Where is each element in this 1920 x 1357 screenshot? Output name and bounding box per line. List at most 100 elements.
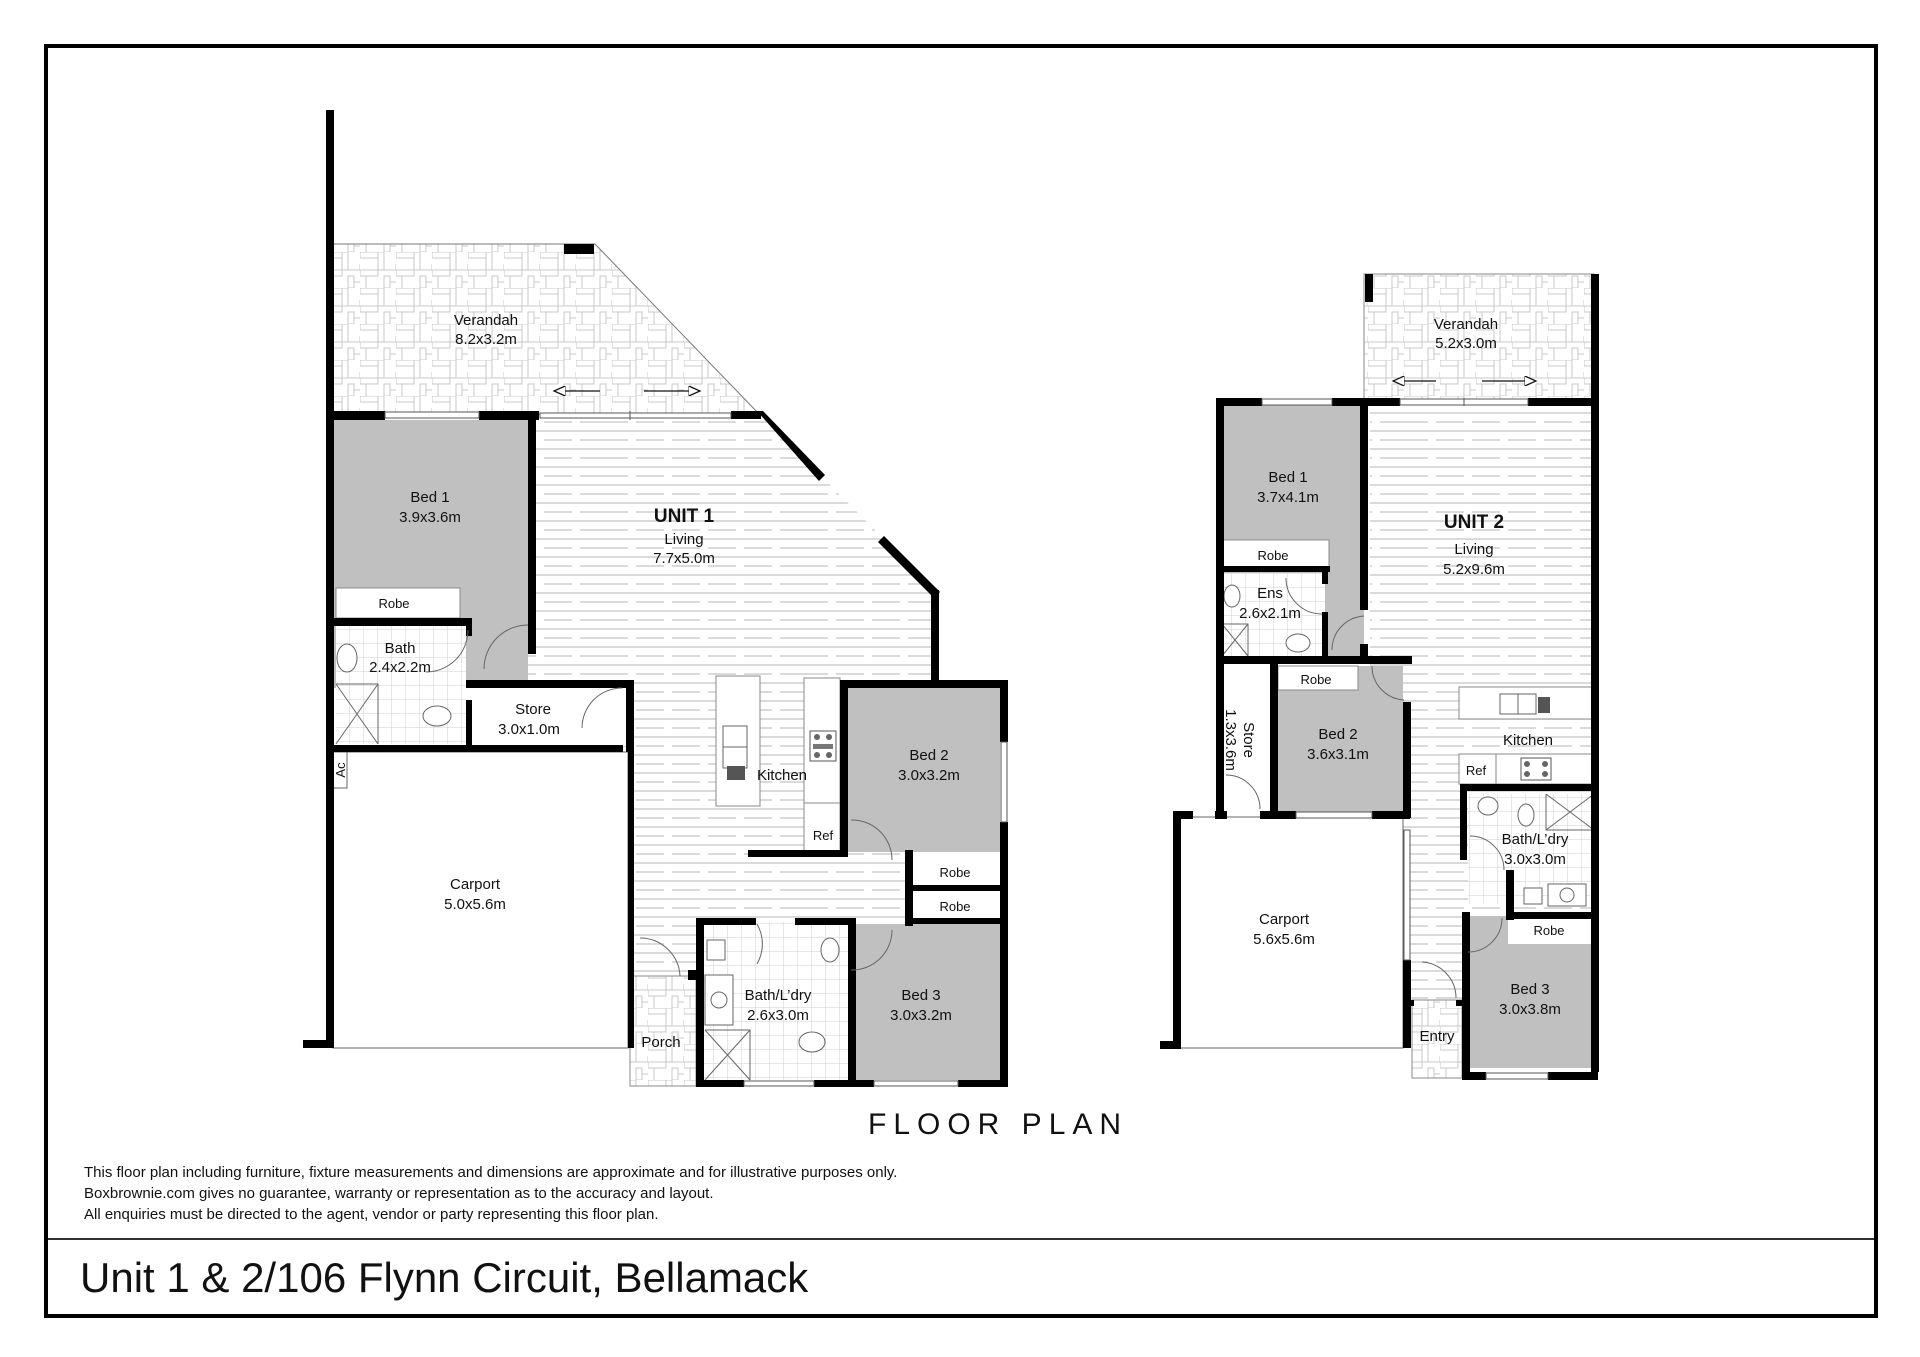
washer-icon <box>1547 883 1587 907</box>
unit2-bed3-label: Bed 3 <box>1510 981 1549 998</box>
basin-icon <box>1477 796 1499 816</box>
sink-icon <box>722 725 748 780</box>
unit1-porch-area <box>629 975 697 1087</box>
unit1-robe2-area <box>905 856 1001 886</box>
unit1-verandah-label: Verandah <box>454 312 518 329</box>
unit1-bathldry-label: Bath/L’dry <box>745 987 812 1004</box>
unit1-bed1-label: Bed 1 <box>410 489 449 506</box>
unit-1: Verandah 8.2x3.2m Bed 1 3.9x3.6m Robe Ba… <box>303 110 1008 1087</box>
basin-icon <box>820 937 840 963</box>
unit2-ref-label: Ref <box>1466 763 1487 778</box>
unit2-ens-label: Ens <box>1257 585 1283 602</box>
toilet-icon <box>422 705 452 727</box>
unit2-kitchen-label: Kitchen <box>1503 732 1553 749</box>
unit2-door-swings <box>1225 577 1505 999</box>
washer-icon <box>704 974 734 1026</box>
unit2-store-size: 1.3x3.6m <box>1222 709 1239 771</box>
unit2-store-label: Store <box>1240 722 1257 758</box>
unit2-bed3-size: 3.0x3.8m <box>1499 1001 1561 1018</box>
unit2-bed2-label: Bed 2 <box>1318 726 1357 743</box>
unit1-robe2-label: Robe <box>939 865 970 880</box>
unit2-bathldry-label: Bath/L’dry <box>1502 831 1569 848</box>
shower-icon <box>1545 793 1595 831</box>
unit1-bath-label: Bath <box>385 640 416 657</box>
unit2-bathldry-size: 3.0x3.0m <box>1504 851 1566 868</box>
unit1-bath-size: 2.4x2.2m <box>369 659 431 676</box>
laundry-tub-icon <box>1523 887 1543 905</box>
unit1-bed3-area <box>852 924 1002 1080</box>
unit1-door-swings <box>425 624 893 977</box>
unit1-kitchen-label: Kitchen <box>757 767 807 784</box>
unit1-store-area <box>470 688 626 746</box>
unit1-store-label: Store <box>515 701 551 718</box>
unit-2: Verandah 5.2x3.0m Bed 1 3.7x4.1m Robe En… <box>1160 273 1599 1080</box>
property-address: Unit 1 & 2/106 Flynn Circuit, Bellamack <box>80 1254 809 1301</box>
unit1-carport-size: 5.0x5.6m <box>444 896 506 913</box>
toilet-icon <box>1517 803 1535 827</box>
cooktop-icon <box>809 730 837 762</box>
unit2-living-label: Living <box>1454 541 1493 558</box>
unit2-robe1-label: Robe <box>1257 548 1288 563</box>
basin-icon <box>336 643 358 673</box>
unit1-robe1-label: Robe <box>378 596 409 611</box>
unit1-carport-label: Carport <box>450 876 501 893</box>
unit2-windows <box>1261 398 1549 1080</box>
toilet-icon <box>1285 633 1311 653</box>
basin-icon <box>1223 584 1241 608</box>
unit2-walls <box>1160 274 1599 1080</box>
cooktop-icon <box>1520 757 1552 781</box>
unit2-robe3-area <box>1508 916 1594 944</box>
unit2-robe2-area <box>1277 665 1359 691</box>
unit1-porch-label: Porch <box>641 1034 680 1051</box>
unit1-windows <box>384 411 1008 1087</box>
unit2-entry-label: Entry <box>1419 1028 1455 1045</box>
floor-plan-title: FLOOR PLAN <box>868 1108 1129 1141</box>
shower-icon <box>335 683 379 745</box>
unit2-ens-size: 2.6x2.1m <box>1239 605 1301 622</box>
unit2-living-size: 5.2x9.6m <box>1443 561 1505 578</box>
unit2-bed1-size: 3.7x4.1m <box>1257 489 1319 506</box>
unit1-bed2-area <box>848 686 1000 852</box>
disclaimer: This floor plan including furniture, fix… <box>84 1162 897 1225</box>
sink-icon <box>1499 693 1550 715</box>
unit1-verandah-size: 8.2x3.2m <box>455 331 517 348</box>
unit1-bed3-label: Bed 3 <box>901 987 940 1004</box>
disclaimer-line: All enquiries must be directed to the ag… <box>84 1206 659 1223</box>
laundry-tub-icon <box>706 939 726 961</box>
unit2-carport-area <box>1179 816 1404 1049</box>
unit2-bed1-label: Bed 1 <box>1268 469 1307 486</box>
unit1-walls <box>303 110 1008 1087</box>
unit2-bed2-size: 3.6x3.1m <box>1307 746 1369 763</box>
toilet-icon <box>798 1031 826 1053</box>
unit2-verandah-label: Verandah <box>1434 316 1498 333</box>
shower-icon <box>1221 623 1249 657</box>
page-frame <box>44 44 1878 1318</box>
unit2-title: UNIT 2 <box>1444 512 1504 533</box>
unit1-bathldry-size: 2.6x3.0m <box>747 1007 809 1024</box>
unit1-bed2-size: 3.0x3.2m <box>898 767 960 784</box>
disclaimer-line: Boxbrownie.com gives no guarantee, warra… <box>84 1185 714 1202</box>
unit1-robe3-area <box>905 890 1001 920</box>
unit2-carport-size: 5.6x5.6m <box>1253 931 1315 948</box>
unit1-ac-label: Ac <box>333 762 348 778</box>
unit1-verandah-area <box>332 243 762 416</box>
unit1-kitchen-bench[interactable] <box>803 677 841 853</box>
unit1-bed3-size: 3.0x3.2m <box>890 1007 952 1024</box>
unit2-store-area <box>1218 666 1270 816</box>
unit2-verandah-size: 5.2x3.0m <box>1435 335 1497 352</box>
unit2-carport-label: Carport <box>1259 911 1310 928</box>
unit1-bed1-size: 3.9x3.6m <box>399 509 461 526</box>
unit2-robe3-label: Robe <box>1533 923 1564 938</box>
unit1-title: UNIT 1 <box>654 506 715 527</box>
unit1-ref-label: Ref <box>813 828 834 843</box>
unit1-living-size: 7.7x5.0m <box>653 550 715 567</box>
unit1-robe1-area <box>335 587 461 619</box>
unit1-living-label: Living <box>664 531 703 548</box>
unit1-store-size: 3.0x1.0m <box>498 721 560 738</box>
unit2-robe2-label: Robe <box>1300 672 1331 687</box>
disclaimer-line: This floor plan including furniture, fix… <box>84 1164 898 1181</box>
shower-icon <box>704 1029 751 1081</box>
title-divider <box>48 1238 1874 1240</box>
unit1-robe3-label: Robe <box>939 899 970 914</box>
